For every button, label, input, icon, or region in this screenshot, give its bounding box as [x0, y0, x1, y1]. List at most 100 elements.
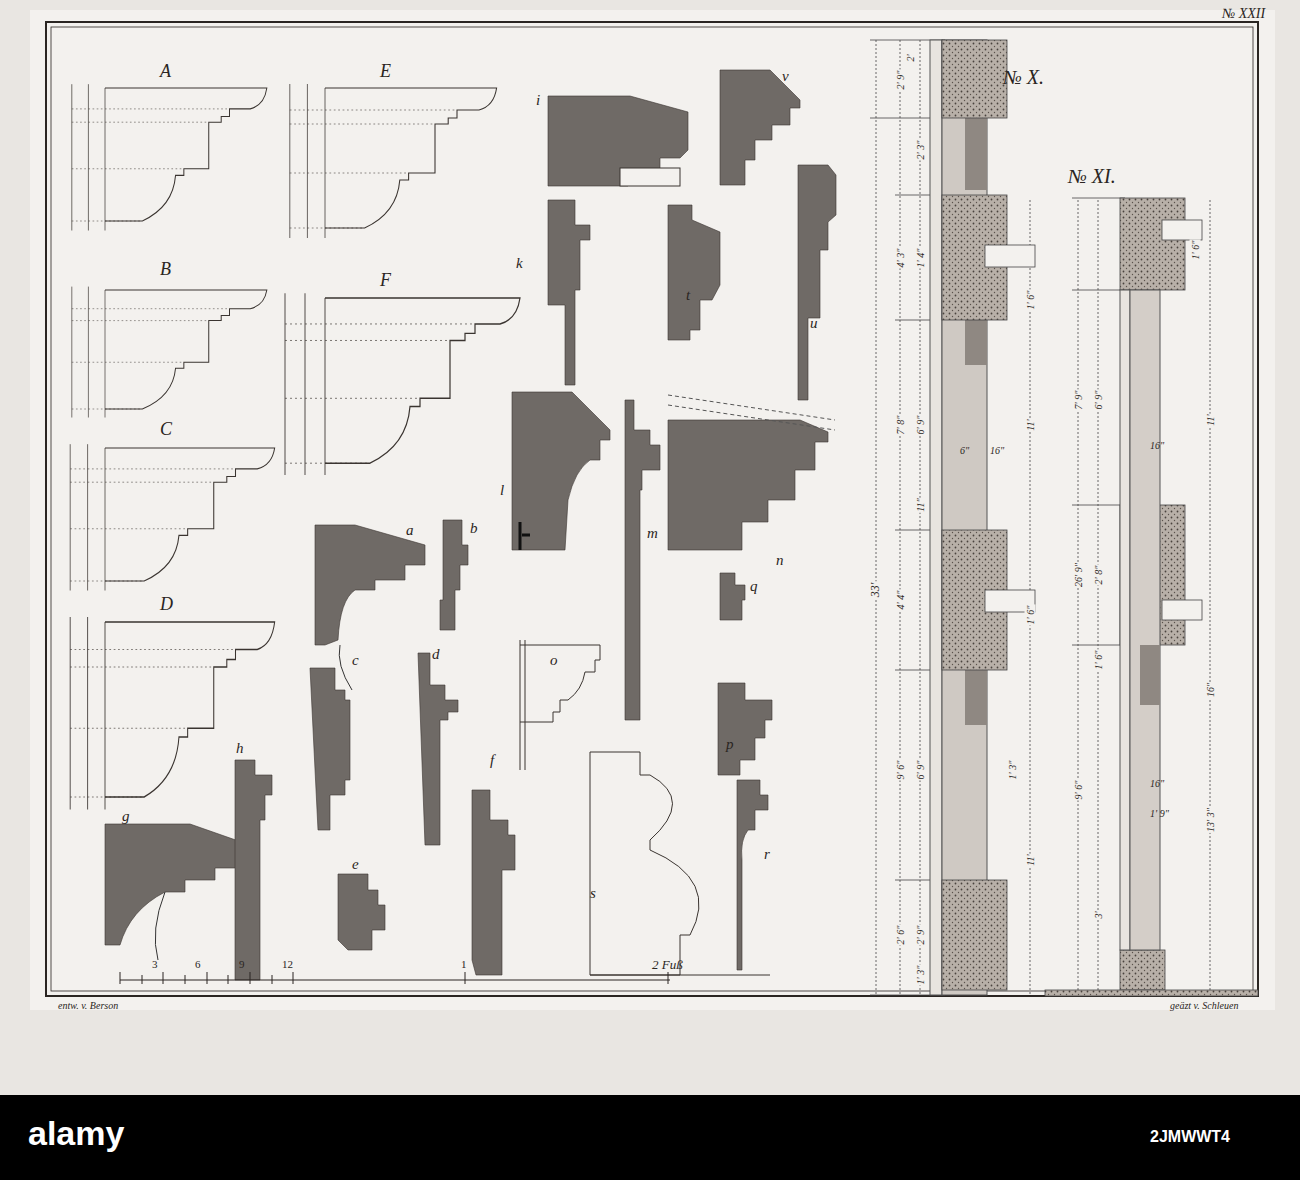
dimension-label: 6' 9": [915, 760, 926, 781]
plate-label: E: [380, 62, 391, 82]
plate-label: 2 Fuß: [652, 958, 683, 972]
engraving-part: [870, 40, 1125, 995]
dimension-label: 11': [1205, 413, 1216, 426]
engraving-part: [930, 40, 942, 995]
dimension-label: 3': [1093, 910, 1104, 919]
engraving-part: [965, 670, 987, 725]
engraving-part: [520, 640, 770, 975]
dimension-label: 7' 8": [895, 415, 906, 436]
watermark: 2JMWWT4: [1150, 1128, 1230, 1146]
engraving-part: [668, 395, 835, 430]
engraving-part: [1120, 950, 1165, 990]
engraving-part: [155, 892, 165, 960]
engraving-part: [1162, 220, 1202, 240]
plate-label: e: [352, 856, 359, 873]
engraving-part: [285, 293, 520, 475]
engraving-part: [72, 287, 267, 418]
dimension-label: 2' 6": [895, 925, 906, 946]
plate-label: 16": [1150, 778, 1164, 789]
engraving-part: [965, 118, 987, 190]
plate-label: 9: [239, 958, 245, 970]
engraving-part: [1140, 645, 1160, 705]
engraving-part: [718, 683, 772, 775]
plate-label: 6: [195, 958, 201, 970]
plate-label: 16": [990, 445, 1004, 456]
dimension-label: 13' 3": [1205, 807, 1216, 833]
engraving-part: [310, 668, 350, 830]
plate-label: 3: [152, 958, 158, 970]
dimension-label: 2' 9": [915, 925, 926, 946]
dimension-label: 1' 4": [915, 248, 926, 269]
engraving-part: [985, 220, 1202, 620]
engraving-part: [668, 205, 720, 340]
plate-label: a: [406, 522, 414, 539]
plate-label: m: [647, 525, 658, 542]
dimension-label: 1' 3": [915, 965, 926, 986]
plate-label: A: [160, 62, 171, 82]
dimension-label: 1' 6": [1025, 605, 1036, 626]
dimension-label: 9' 6": [895, 760, 906, 781]
engraving-part: [472, 790, 515, 975]
plate-label: n: [776, 552, 784, 569]
dimension-label: 11': [1025, 853, 1036, 866]
plate-label: g: [122, 808, 130, 825]
plate-label: geäzt v. Schleuen: [1170, 1000, 1238, 1011]
plate-label: 12: [282, 958, 293, 970]
plate-label: c: [352, 652, 359, 669]
engraving-part: [338, 874, 385, 950]
dimension-label: 2': [905, 53, 916, 62]
plate-label: 6": [960, 445, 969, 456]
plate-label: D: [160, 595, 173, 615]
dimension-label: 2' 9": [895, 70, 906, 91]
engraving-part: [70, 444, 274, 590]
plate-label: h: [236, 740, 244, 757]
engraving-part: [51, 27, 1253, 991]
engraving-part: [720, 70, 800, 185]
engraving-part: [942, 40, 987, 995]
plate-label: s: [590, 885, 596, 902]
plate-label: r: [764, 846, 770, 863]
plate-label: p: [726, 736, 734, 753]
plate-label: t: [686, 287, 690, 304]
plate-label: f: [490, 752, 494, 769]
dimension-label: 16": [1205, 682, 1216, 698]
engraving-part: [590, 752, 770, 975]
dimension-label: 1' 6": [1025, 290, 1036, 311]
engraving-part: [120, 972, 670, 984]
engraving-part: [720, 573, 745, 620]
engraving-part: [942, 40, 1258, 996]
engraving-part: [737, 780, 768, 970]
engraving-part: [290, 84, 497, 238]
engraving-part: [512, 392, 610, 550]
engraving-part: [798, 165, 836, 400]
engraving-part: [30, 10, 1275, 1010]
dimension-label: 11': [1025, 418, 1036, 431]
dimension-label: 2' 8": [1093, 565, 1104, 586]
plate-label: o: [550, 652, 558, 669]
engraving-part: [620, 168, 680, 186]
plate-label: i: [536, 92, 540, 109]
engraving-part: [0, 1095, 1300, 1180]
engraving-part: [1045, 990, 1258, 996]
plate-label: q: [750, 578, 758, 595]
engraving-part: [0, 0, 1300, 1095]
plate-label: k: [516, 255, 523, 272]
engraving-part: [418, 653, 458, 845]
engraving-part: [520, 640, 600, 770]
engraving-part: [46, 22, 1258, 996]
plate-label: № XI.: [1068, 165, 1116, 187]
engraving-part: [339, 645, 352, 690]
plate-label: entw. v. Berson: [58, 1000, 118, 1011]
dimension-label: 1' 6": [1093, 650, 1104, 671]
engraving-part: [120, 972, 670, 984]
plate-label: F: [380, 271, 391, 291]
engraving-part: [520, 522, 530, 550]
dimension-label: 11": [915, 497, 926, 512]
dimension-label: 1' 6": [1190, 240, 1201, 261]
plate-label: B: [160, 260, 171, 280]
engraving-part: [440, 520, 468, 630]
engraving-part: [876, 40, 1210, 995]
engraving-part: [942, 880, 1007, 990]
dimension-label: 33': [869, 582, 882, 599]
